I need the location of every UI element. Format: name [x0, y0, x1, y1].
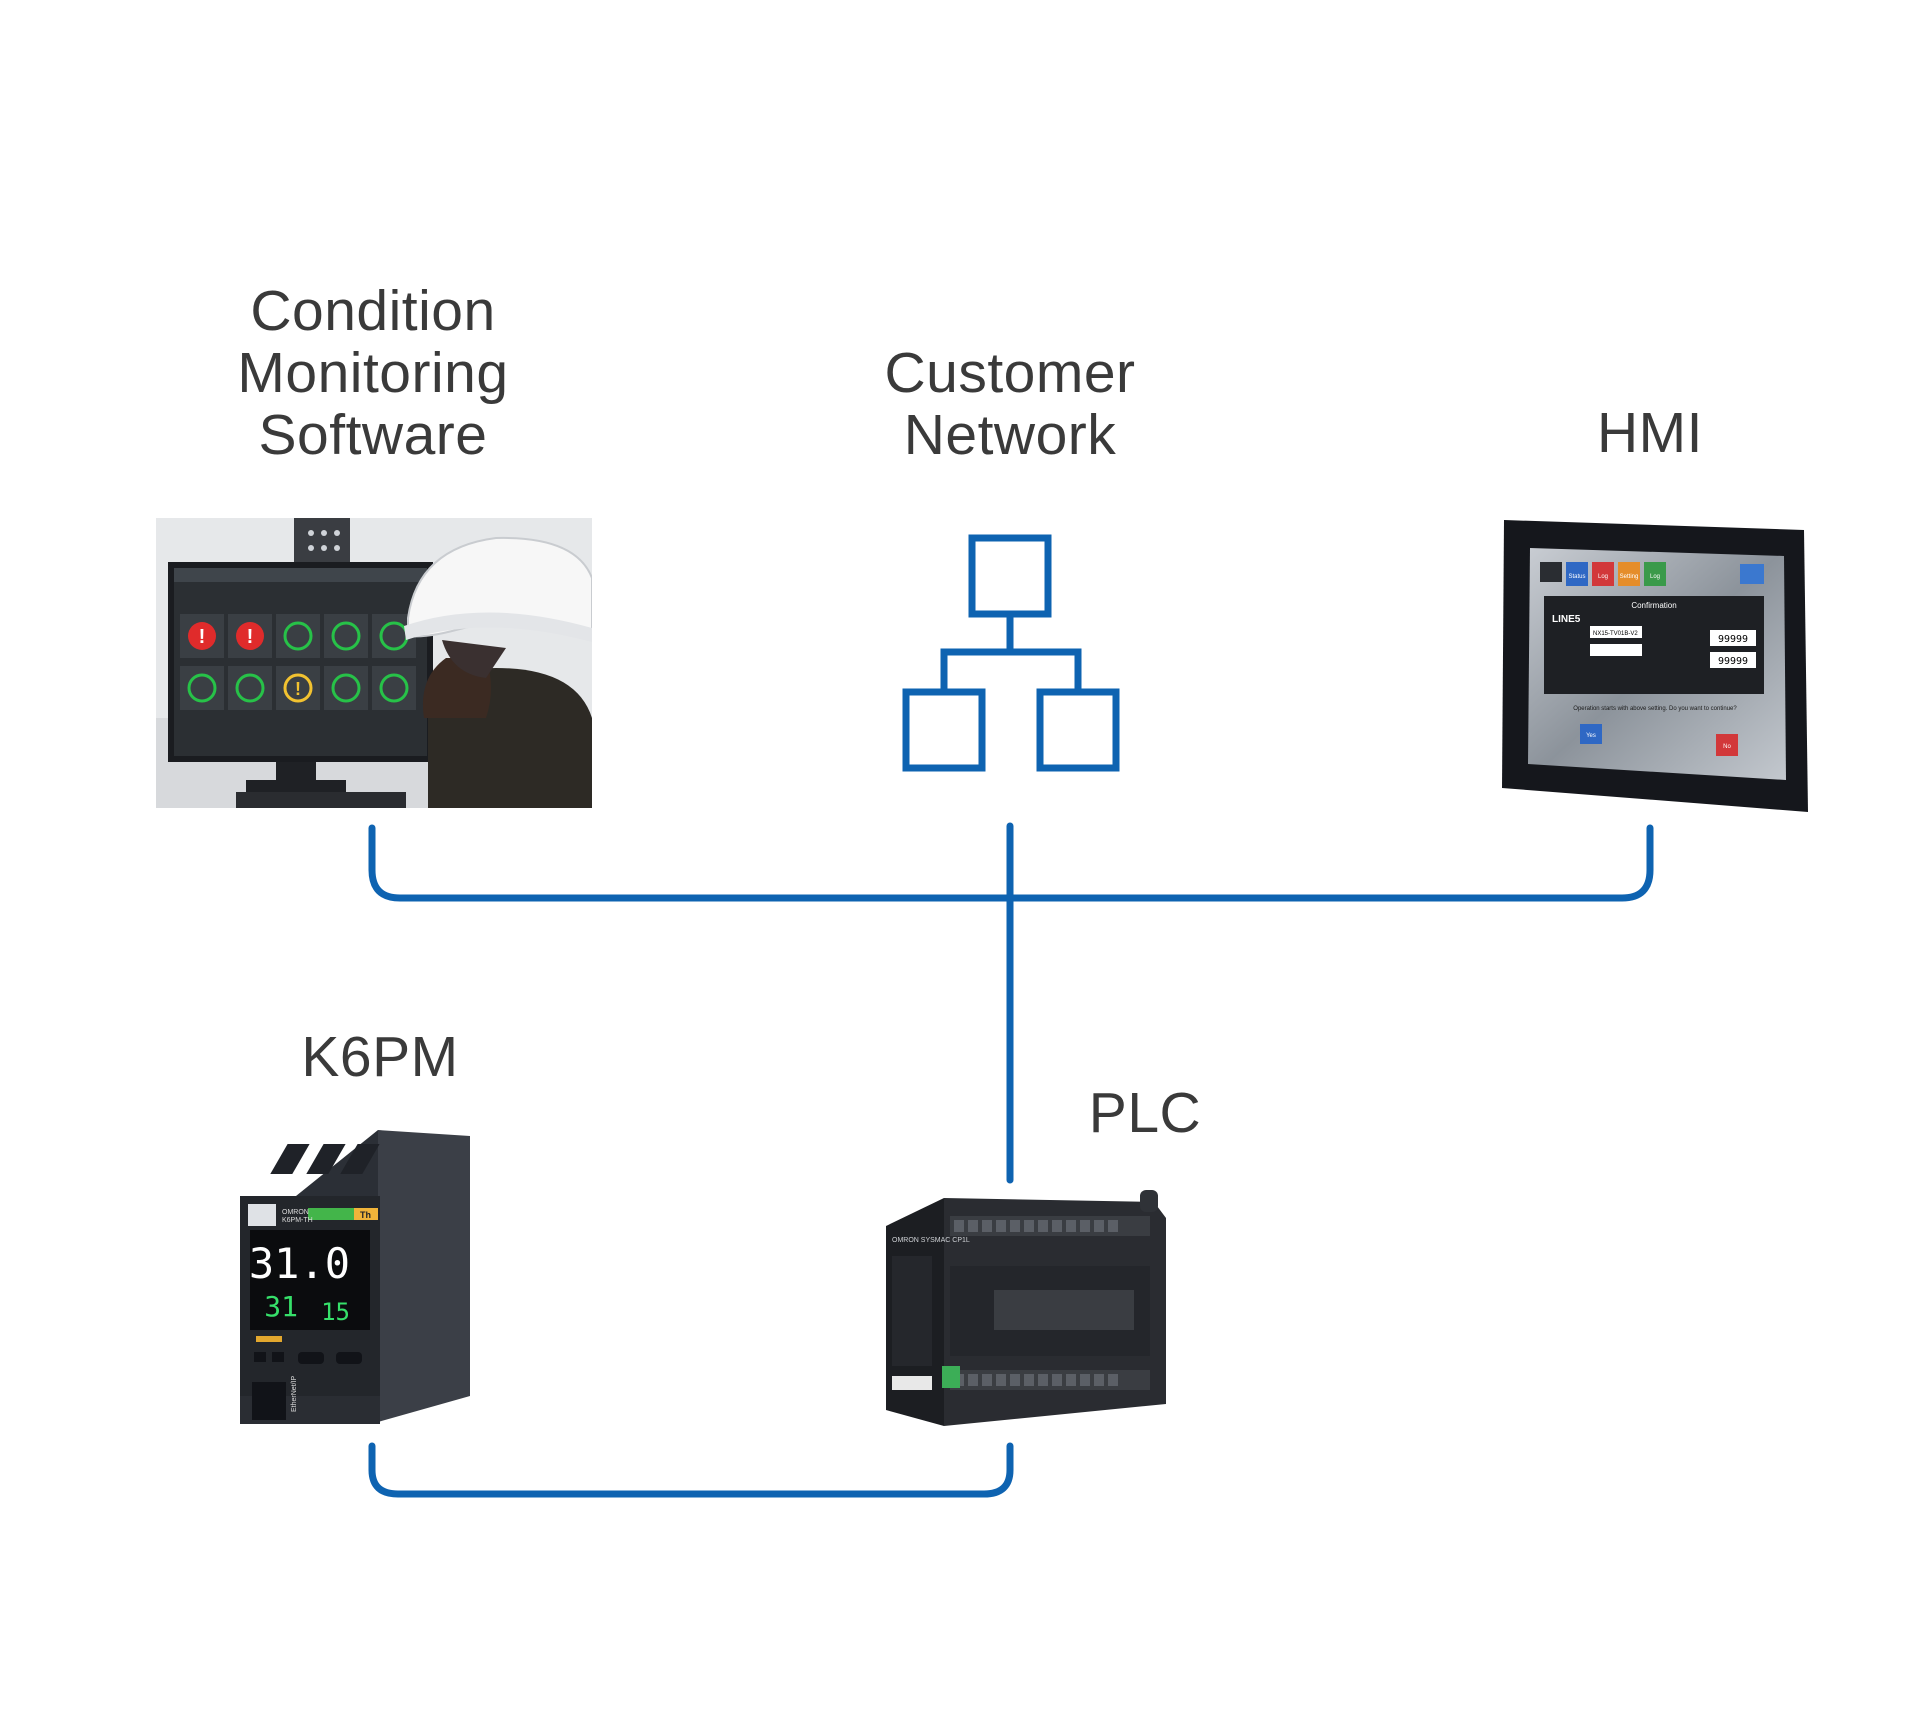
hmi-btn-error-log-label: Log: [1650, 574, 1660, 580]
hmi-value-1: 99999: [1718, 634, 1748, 645]
k6pm-sub-value: 15: [321, 1298, 350, 1326]
workstation-photo: !! !: [156, 518, 592, 808]
plc-device: OMRON SYSMAC CP1L: [884, 1190, 1174, 1428]
hmi-btn-setting-label: Setting: [1620, 574, 1639, 580]
hmi-title-line-1: HMI: [1597, 401, 1703, 465]
hmi-no-label: No: [1723, 744, 1731, 750]
svg-text:!: !: [295, 679, 301, 699]
network-title: Customer Network: [850, 342, 1170, 466]
k6pm-tag: Th: [360, 1210, 371, 1220]
k6pm-title: K6PM: [270, 1026, 490, 1088]
k6pm-main-value: 31.0: [249, 1239, 350, 1288]
plc-title-line-1: PLC: [1088, 1081, 1202, 1145]
hmi-title: HMI: [1560, 402, 1740, 464]
cms-title: Condition Monitoring Software: [188, 280, 558, 466]
hmi-line-label: LINE5: [1552, 614, 1581, 625]
k6pm-ch-value: 31: [264, 1290, 298, 1323]
cms-title-line-2: Monitoring: [237, 341, 509, 405]
k6pm-port-label: EtherNet/IP: [291, 1375, 298, 1412]
hmi-btn-status-label: Status: [1568, 574, 1585, 580]
hmi-field-value: NX15-TV01B-V2: [1593, 631, 1638, 637]
plc-title: PLC: [1080, 1082, 1210, 1144]
hmi-touchscreen: Status Log Setting Log Confirmation LINE…: [1500, 518, 1810, 814]
cms-title-line-1: Condition: [250, 279, 496, 343]
plc-brand: OMRON SYSMAC CP1L: [892, 1237, 970, 1244]
network-title-line-2: Network: [903, 403, 1117, 467]
device-link: [368, 1442, 1014, 1498]
hmi-yes-label: Yes: [1586, 733, 1596, 739]
k6pm-device: OMRON K6PM-TH Th 31.0 31 15 EtherNet/IP: [238, 1126, 470, 1430]
hmi-dialog-title: Confirmation: [1631, 601, 1676, 610]
hmi-value-2: 99999: [1718, 656, 1748, 667]
svg-text:!: !: [199, 626, 206, 648]
k6pm-brand: OMRON: [282, 1209, 309, 1216]
cms-title-line-3: Software: [258, 403, 488, 467]
network-title-line-1: Customer: [884, 341, 1136, 405]
k6pm-model: K6PM-TH: [282, 1217, 313, 1224]
svg-text:!: !: [247, 626, 254, 648]
hmi-btn-log-label: Log: [1598, 574, 1608, 580]
hmi-message: Operation starts with above setting. Do …: [1573, 706, 1737, 712]
k6pm-title-line-1: K6PM: [301, 1025, 459, 1089]
